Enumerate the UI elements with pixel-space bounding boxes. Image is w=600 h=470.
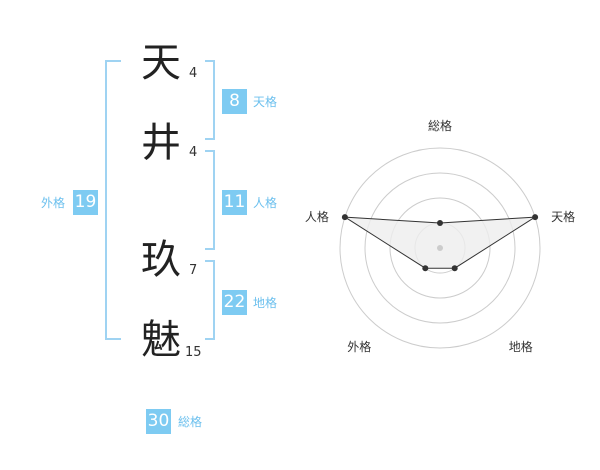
radar-center-point <box>437 245 443 251</box>
jinkaku-value-badge: 11 <box>222 190 247 215</box>
radar-axis-label-1: 総格 <box>428 118 452 133</box>
stroke-count-2: 4 <box>189 145 198 160</box>
radar-point-1 <box>437 220 443 226</box>
radar-ring-4 <box>339 147 541 349</box>
radar-axis-label-4: 外格 <box>347 339 371 354</box>
tenkaku-label: 天格 <box>253 95 278 109</box>
radar-point-2 <box>532 214 539 221</box>
radar-point-4 <box>422 265 429 272</box>
radar-ring-3 <box>364 172 516 324</box>
chikaku-label: 地格 <box>253 296 278 310</box>
name-char-4: 魅 <box>141 317 181 363</box>
name-char-2: 井 <box>141 120 181 166</box>
chikaku-value-badge: 22 <box>222 290 247 315</box>
stroke-count-4: 15 <box>185 345 202 360</box>
gaikaku-value-badge: 19 <box>73 190 98 215</box>
stroke-count-1: 4 <box>189 66 198 81</box>
radar-point-3 <box>451 265 458 272</box>
radar-point-5 <box>341 214 348 221</box>
soukaku-value-badge: 30 <box>146 409 171 434</box>
radar-axis-label-5: 人格 <box>305 209 329 224</box>
tenkaku-value-badge: 8 <box>222 89 247 114</box>
soukaku-label: 総格 <box>178 415 203 429</box>
name-char-3: 玖 <box>141 237 181 283</box>
gaikaku-label: 外格 <box>41 196 66 210</box>
radar-series-polygon <box>344 216 536 269</box>
radar-ring-2 <box>389 197 491 299</box>
stroke-count-3: 7 <box>189 263 198 278</box>
jinkaku-label: 人格 <box>253 196 278 210</box>
radar-axis-label-3: 地格 <box>509 339 533 354</box>
name-char-1: 天 <box>141 40 181 86</box>
radar-axis-label-2: 天格 <box>551 209 575 224</box>
